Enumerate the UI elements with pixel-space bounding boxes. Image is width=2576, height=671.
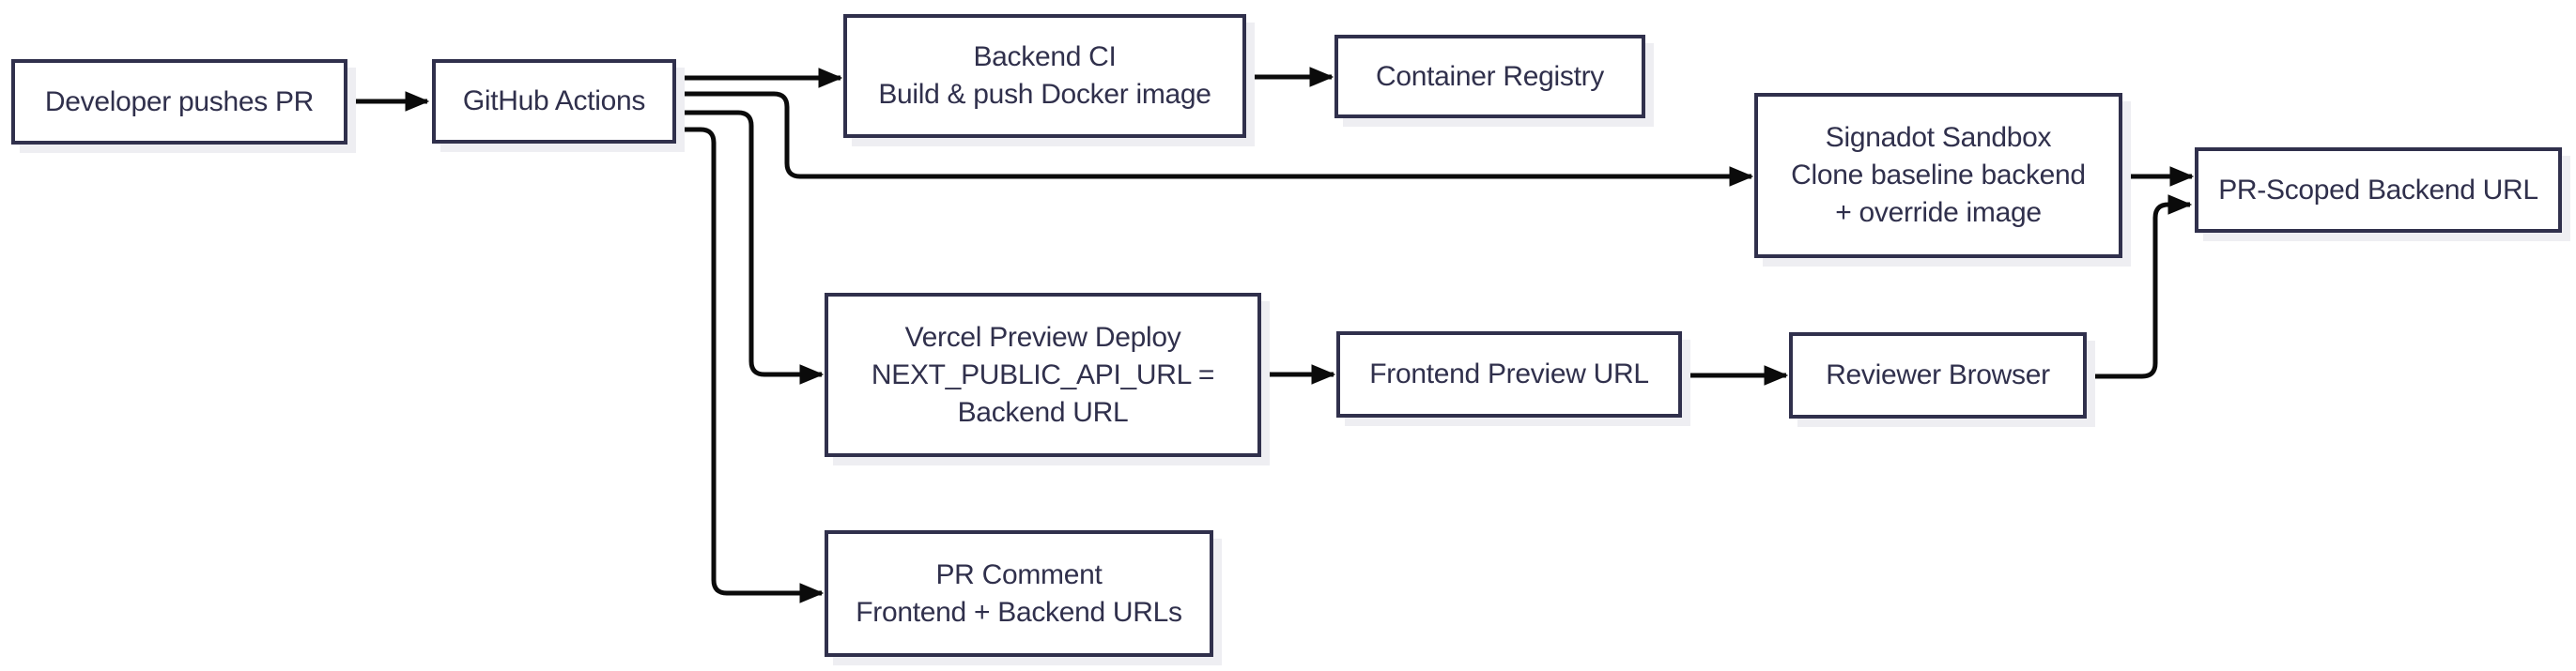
node-label: Frontend + Backend URLs — [856, 596, 1182, 628]
node-label: Vercel Preview Deploy — [904, 321, 1181, 353]
node-label: Clone baseline backend — [1791, 160, 2086, 191]
node-label: PR-Scoped Backend URL — [2218, 174, 2538, 206]
node-github-actions: GitHub Actions — [432, 59, 676, 144]
node-container-registry: Container Registry — [1334, 35, 1645, 118]
edge-github-actions-to-pr-comment — [678, 127, 822, 593]
node-label: Backend CI — [973, 41, 1117, 72]
node-label: Build & push Docker image — [878, 79, 1211, 110]
node-label: GitHub Actions — [462, 85, 646, 116]
node-dev-pr: Developer pushes PR — [11, 59, 347, 145]
node-label: PR Comment — [935, 558, 1103, 590]
edge-reviewer-browser-to-pr-scoped-url — [2090, 205, 2190, 379]
node-label: Signadot Sandbox — [1825, 122, 2052, 153]
edge-github-actions-to-signadot-sandbox — [678, 91, 1751, 176]
node-label: Container Registry — [1375, 60, 1605, 92]
node-frontend-preview: Frontend Preview URL — [1336, 331, 1682, 418]
node-label: NEXT_PUBLIC_API_URL = — [871, 358, 1215, 390]
node-backend-ci: Backend CI Build & push Docker image — [843, 14, 1246, 138]
node-label: Backend URL — [957, 396, 1129, 428]
node-label: Reviewer Browser — [1826, 359, 2050, 390]
edge-github-actions-to-vercel-preview — [678, 110, 822, 374]
node-pr-scoped-url: PR-Scoped Backend URL — [2195, 147, 2562, 233]
node-label: Frontend Preview URL — [1369, 358, 1649, 389]
node-reviewer-browser: Reviewer Browser — [1789, 332, 2087, 419]
node-label: Developer pushes PR — [44, 85, 315, 117]
node-label: + override image — [1835, 197, 2042, 228]
